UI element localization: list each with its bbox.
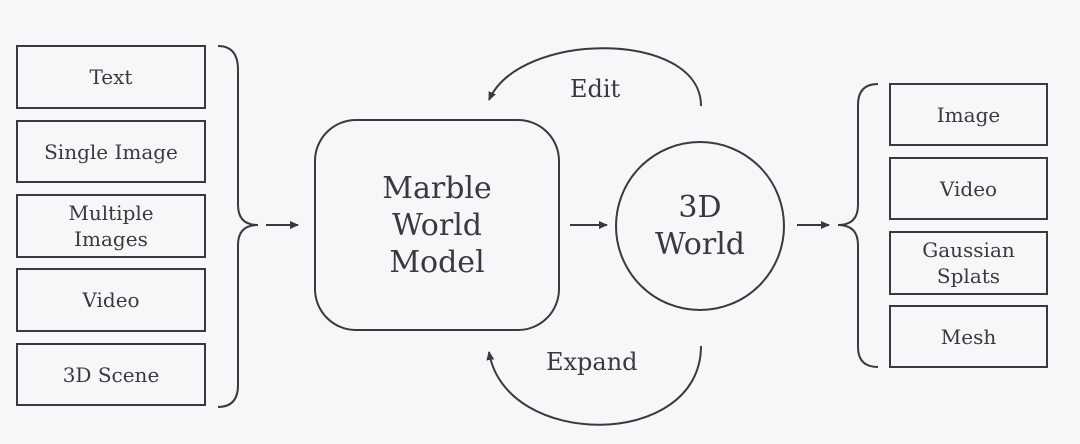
input-3d-scene: 3D Scene — [16, 343, 206, 406]
input-brace — [217, 45, 259, 408]
input-video: Video — [16, 268, 206, 332]
expand-arc-arrow — [486, 345, 702, 426]
output-gaussian-splats: Gaussian Splats — [889, 231, 1048, 295]
output-video: Video — [889, 157, 1048, 220]
3d-world-node: 3D World — [615, 141, 785, 311]
edit-arc-arrow — [488, 47, 702, 107]
input-single-image: Single Image — [16, 120, 206, 183]
expand-label: Expand — [546, 348, 638, 376]
output-brace — [837, 83, 879, 368]
output-mesh: Mesh — [889, 305, 1048, 368]
input-multiple-images: Multiple Images — [16, 194, 206, 258]
edit-label: Edit — [570, 75, 621, 103]
output-image: Image — [889, 83, 1048, 146]
marble-world-model-node: Marble World Model — [314, 119, 560, 331]
input-text: Text — [16, 45, 206, 109]
